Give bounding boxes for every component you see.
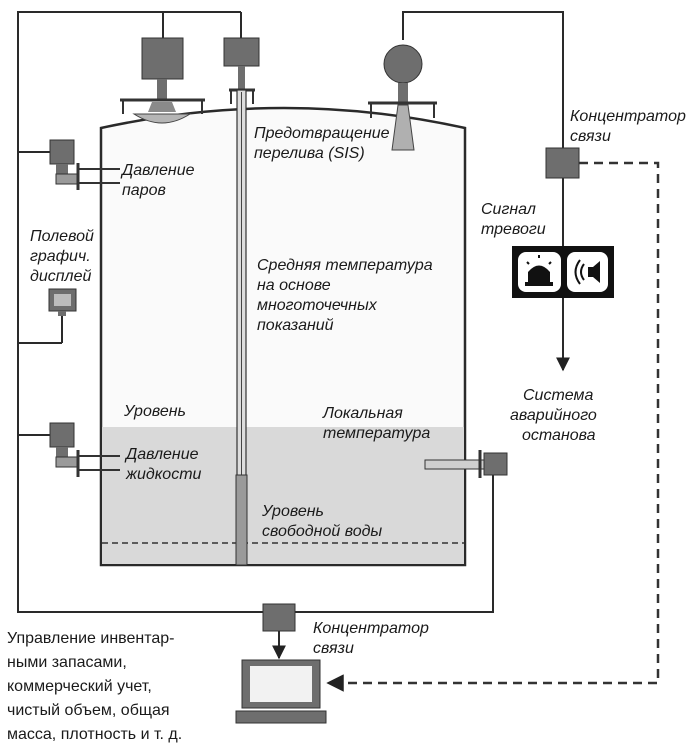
- emergency-shutdown-label: Система аварийного останова: [510, 387, 601, 444]
- vapor-pressure-transmitter: [49, 139, 120, 190]
- liquid-pressure-label: Давление жидкости: [124, 446, 203, 483]
- overfill-prevention-label: Предотвращение перелива (SIS): [254, 125, 394, 162]
- local-temperature-label: Локальная температура: [322, 405, 430, 442]
- hub-top-label: Концентратор связи: [570, 108, 690, 145]
- hub-bottom-label: Концентратор связи: [313, 620, 433, 657]
- local-temperature-sensor: [424, 450, 508, 478]
- multipoint-temperature-probe: [223, 37, 260, 566]
- field-display-label: Полевой графич. дисплей: [30, 228, 98, 285]
- speaker-alarm-icon: [574, 259, 600, 285]
- field-display-device: [48, 288, 77, 316]
- average-temperature-label: Средняя температура на основе многоточеч…: [257, 257, 437, 334]
- communication-hub-bottom: [262, 603, 296, 632]
- vapor-pressure-label: Давление паров: [120, 162, 199, 199]
- computer-icon: [235, 659, 327, 724]
- inventory-label: Управление инвентар- ными запасами, комм…: [7, 630, 182, 743]
- liquid-pressure-transmitter: [49, 422, 120, 477]
- alarm-signal-label: Сигнал тревоги: [481, 201, 546, 238]
- liquid: [102, 427, 464, 564]
- beacon-alarm-icon: [525, 255, 553, 286]
- level-label: Уровень: [123, 403, 186, 420]
- wiring-loop: [17, 11, 494, 613]
- radar-dish-gauge: [120, 37, 205, 124]
- radar-horn-gauge: [368, 44, 437, 151]
- communication-hub-top: [545, 147, 580, 179]
- free-water-level-label: Уровень свободной воды: [261, 503, 382, 540]
